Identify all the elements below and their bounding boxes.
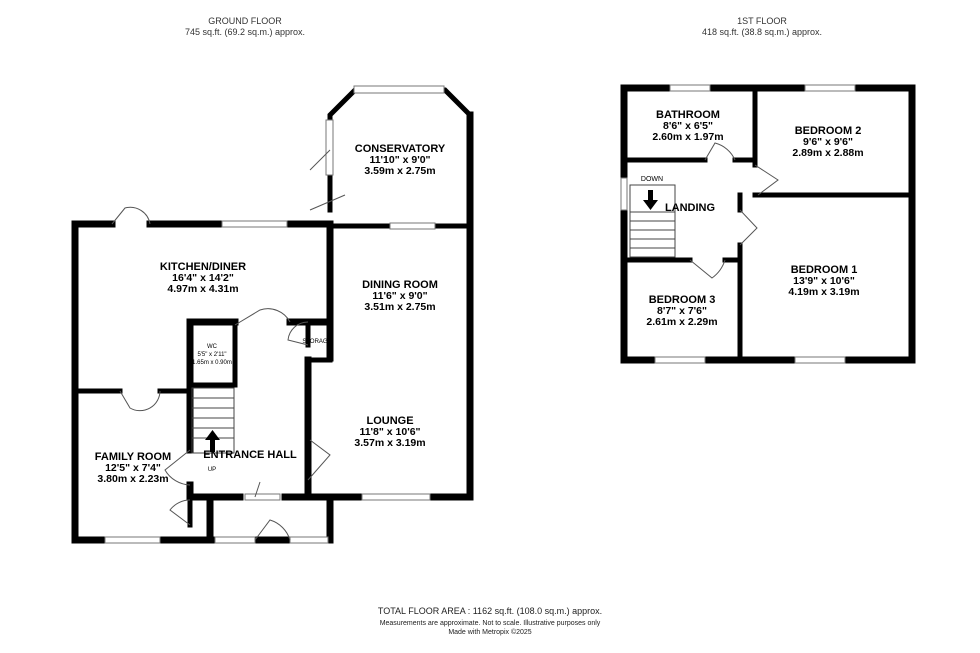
room-entrance-hall: ENTRANCE HALL [203, 449, 297, 461]
svg-text:BEDROOM 2: BEDROOM 2 [795, 125, 862, 137]
svg-text:16'4" x 14'2": 16'4" x 14'2" [172, 272, 234, 284]
svg-text:11'10" x 9'0": 11'10" x 9'0" [369, 154, 430, 166]
svg-text:BEDROOM 3: BEDROOM 3 [649, 294, 716, 306]
room-dining-room: DINING ROOM 11'6" x 9'0" 3.51m x 2.75m [362, 279, 438, 313]
svg-text:4.97m x 4.31m: 4.97m x 4.31m [167, 283, 238, 295]
svg-text:2.89m x 2.88m: 2.89m x 2.88m [792, 147, 863, 159]
svg-text:DINING ROOM: DINING ROOM [362, 279, 438, 291]
ground-floor-walls [71, 85, 474, 544]
svg-text:11'6" x 9'0": 11'6" x 9'0" [372, 290, 427, 302]
room-bedroom-2: BEDROOM 2 9'6" x 9'6" 2.89m x 2.88m [792, 125, 863, 159]
svg-text:3.59m x 2.75m: 3.59m x 2.75m [364, 165, 435, 177]
svg-text:1.65m x 0.90m: 1.65m x 0.90m [192, 360, 232, 366]
room-conservatory: CONSERVATORY 11'10" x 9'0" 3.59m x 2.75m [355, 143, 446, 177]
svg-text:8'7" x 7'6": 8'7" x 7'6" [657, 305, 707, 317]
svg-text:LOUNGE: LOUNGE [366, 415, 413, 427]
room-storage: STORAGE [302, 339, 331, 345]
first-floor-walls [620, 84, 916, 364]
first-floor-title: 1ST FLOOR [737, 16, 787, 26]
svg-text:BATHROOM: BATHROOM [656, 109, 720, 121]
disclaimer: Measurements are approximate. Not to sca… [380, 620, 601, 627]
svg-text:2.60m x 1.97m: 2.60m x 1.97m [652, 131, 723, 143]
svg-text:3.57m x 3.19m: 3.57m x 3.19m [354, 437, 425, 449]
room-bedroom-1: BEDROOM 1 13'9" x 10'6" 4.19m x 3.19m [788, 264, 859, 298]
stairs-up-arrow-icon [205, 430, 220, 452]
svg-text:3.80m x 2.23m: 3.80m x 2.23m [97, 473, 168, 485]
svg-text:WC: WC [207, 344, 218, 350]
svg-text:11'8" x 10'6": 11'8" x 10'6" [359, 426, 420, 438]
first-floor-area: 418 sq.ft. (38.8 sq.m.) approx. [702, 27, 822, 37]
stairs-up-label: UP [208, 467, 216, 473]
room-lounge: LOUNGE 11'8" x 10'6" 3.57m x 3.19m [354, 415, 425, 449]
svg-text:4.19m x 3.19m: 4.19m x 3.19m [788, 286, 859, 298]
svg-text:5'5" x 2'11": 5'5" x 2'11" [197, 352, 226, 358]
ground-floor-title: GROUND FLOOR [208, 16, 282, 26]
ground-floor-area: 745 sq.ft. (69.2 sq.m.) approx. [185, 27, 305, 37]
room-kitchen-diner: KITCHEN/DINER 16'4" x 14'2" 4.97m x 4.31… [160, 261, 246, 295]
svg-text:BEDROOM 1: BEDROOM 1 [791, 264, 858, 276]
stairs-down-arrow-icon [643, 190, 658, 210]
credit: Made with Metropix ©2025 [448, 628, 531, 636]
svg-text:3.51m x 2.75m: 3.51m x 2.75m [364, 301, 435, 313]
svg-text:13'9" x 10'6": 13'9" x 10'6" [793, 275, 855, 287]
svg-text:2.61m x 2.29m: 2.61m x 2.29m [646, 316, 717, 328]
svg-text:KITCHEN/DINER: KITCHEN/DINER [160, 261, 246, 273]
svg-text:8'6" x 6'5": 8'6" x 6'5" [663, 120, 713, 132]
svg-text:CONSERVATORY: CONSERVATORY [355, 143, 446, 155]
stairs-down-label: DOWN [641, 176, 663, 183]
room-wc: WC 5'5" x 2'11" 1.65m x 0.90m [192, 344, 232, 366]
room-bedroom-3: BEDROOM 3 8'7" x 7'6" 2.61m x 2.29m [646, 294, 717, 328]
room-bathroom: BATHROOM 8'6" x 6'5" 2.60m x 1.97m [652, 109, 723, 143]
svg-text:12'5" x 7'4": 12'5" x 7'4" [105, 462, 161, 474]
svg-text:9'6" x 9'6": 9'6" x 9'6" [803, 136, 853, 148]
svg-text:FAMILY ROOM: FAMILY ROOM [95, 451, 171, 463]
room-landing: LANDING [665, 202, 715, 214]
room-family-room: FAMILY ROOM 12'5" x 7'4" 3.80m x 2.23m [95, 451, 171, 485]
total-floor-area: TOTAL FLOOR AREA : 1162 sq.ft. (108.0 sq… [378, 606, 602, 616]
